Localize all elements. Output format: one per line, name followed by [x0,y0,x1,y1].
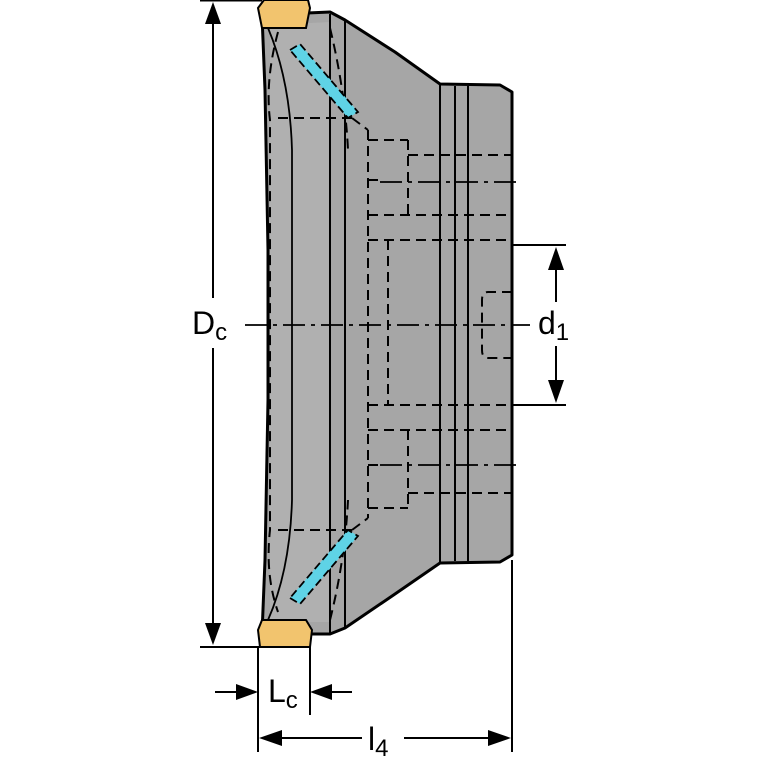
lc-label: Lc [268,673,298,714]
cutter-face [270,22,330,622]
hidden-lines [267,27,512,621]
l4-label: l4 [368,721,388,762]
l4-dimension [257,560,513,752]
d1-label: d1 [538,305,569,346]
dc-label: Dc [192,305,227,346]
coolant-channel-bottom [288,528,360,606]
coolant-channels [288,42,360,606]
center-lines [245,181,530,466]
coolant-channel-top [288,42,360,120]
insert-top [256,0,312,29]
lc-dimension [215,647,352,715]
insert-bottom [256,619,314,648]
